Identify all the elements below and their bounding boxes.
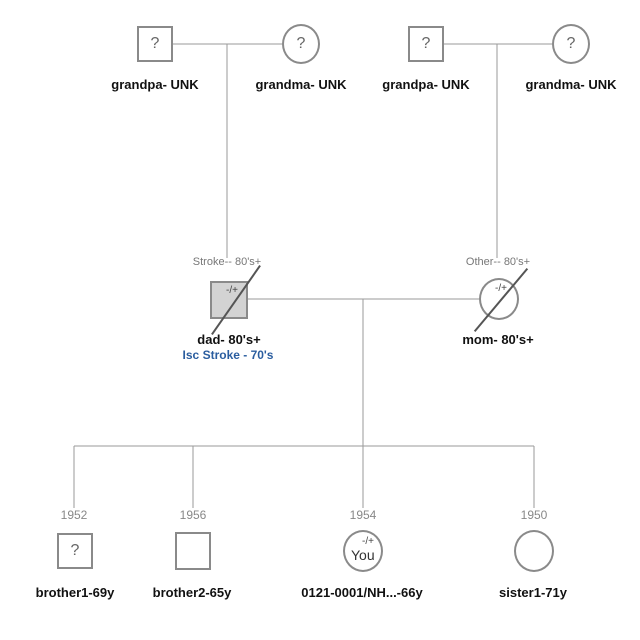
unknown-marker: ?: [150, 35, 160, 52]
brother1-birth-year: 1952: [60, 508, 88, 522]
proband-label: 0121-0001/NH...-66y: [301, 585, 423, 600]
unknown-marker: ?: [296, 35, 306, 52]
mom-cause-of-death: Other-- 80's+: [465, 256, 531, 268]
maternal-grandpa-symbol[interactable]: ?: [408, 26, 444, 62]
maternal-grandma-symbol[interactable]: ?: [552, 24, 590, 64]
brother2-symbol[interactable]: [175, 532, 211, 570]
sister1-symbol[interactable]: [514, 530, 554, 572]
paternal-grandma-label: grandma- UNK: [255, 77, 347, 92]
unknown-marker: ?: [70, 542, 80, 559]
dad-cause-of-death: Stroke-- 80's+: [192, 256, 262, 268]
sister1-birth-year: 1950: [520, 508, 548, 522]
dad-condition: Isc Stroke - 70's: [182, 348, 274, 362]
paternal-grandma-symbol[interactable]: ?: [282, 24, 320, 64]
brother1-symbol[interactable]: ?: [57, 533, 93, 569]
paternal-grandpa-label: grandpa- UNK: [111, 77, 199, 92]
paternal-grandpa-symbol[interactable]: ?: [137, 26, 173, 62]
mom-genotype: -/+: [495, 283, 507, 294]
unknown-marker: ?: [566, 35, 576, 52]
brother1-label: brother1-69y: [35, 585, 115, 600]
maternal-grandpa-label: grandpa- UNK: [382, 77, 470, 92]
proband-symbol[interactable]: [343, 530, 383, 572]
proband-genotype: -/+: [362, 536, 374, 547]
unknown-marker: ?: [421, 35, 431, 52]
proband-you-label: You: [351, 547, 375, 563]
sister1-label: sister1-71y: [499, 585, 567, 600]
maternal-grandma-label: grandma- UNK: [525, 77, 617, 92]
dad-label: dad- 80's+: [197, 332, 261, 347]
dad-genotype: -/+: [226, 285, 238, 296]
mom-label: mom- 80's+: [462, 332, 534, 347]
brother2-birth-year: 1956: [179, 508, 207, 522]
dad-symbol[interactable]: [210, 281, 248, 319]
brother2-label: brother2-65y: [152, 585, 232, 600]
proband-birth-year: 1954: [349, 508, 377, 522]
